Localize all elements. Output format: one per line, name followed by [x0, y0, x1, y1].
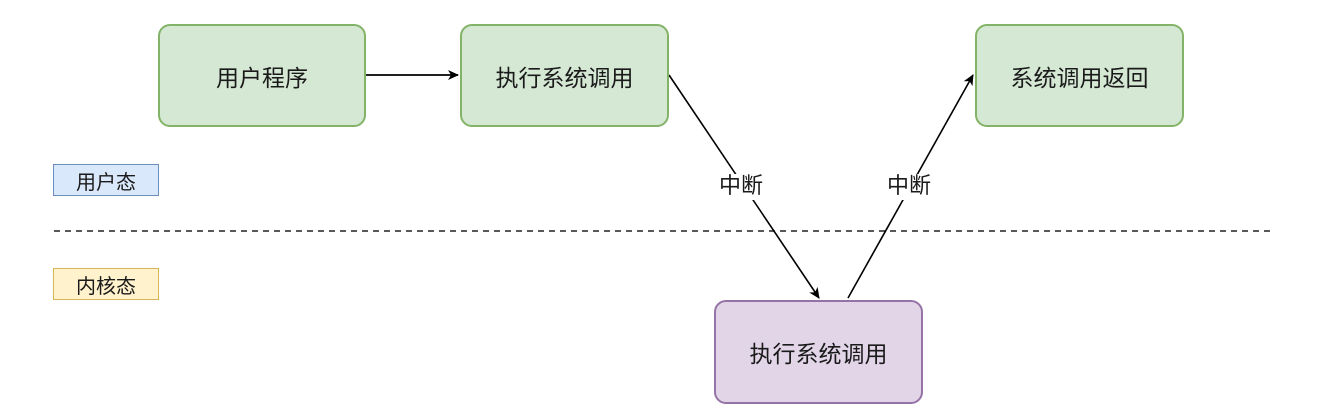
- zone-label-kernel-mode: 内核态: [53, 268, 159, 300]
- node-exec-syscall-kernel: 执行系统调用: [714, 300, 923, 404]
- node-exec-syscall-kernel-label: 执行系统调用: [749, 342, 888, 368]
- zone-label-user-mode: 用户态: [53, 164, 159, 196]
- node-exec-syscall-user: 执行系统调用: [460, 24, 669, 127]
- node-user-program-label: 用户程序: [216, 65, 308, 92]
- zone-label-user-mode-text: 用户态: [76, 169, 136, 194]
- edge-label-interrupt-up: 中断: [885, 174, 934, 200]
- node-exec-syscall-user-label: 执行系统调用: [495, 65, 634, 92]
- node-syscall-return: 系统调用返回: [975, 24, 1184, 127]
- node-syscall-return-label: 系统调用返回: [1010, 65, 1149, 92]
- node-user-program: 用户程序: [158, 24, 366, 127]
- zone-label-kernel-mode-text: 内核态: [76, 273, 136, 298]
- edge-label-interrupt-down: 中断: [717, 174, 766, 200]
